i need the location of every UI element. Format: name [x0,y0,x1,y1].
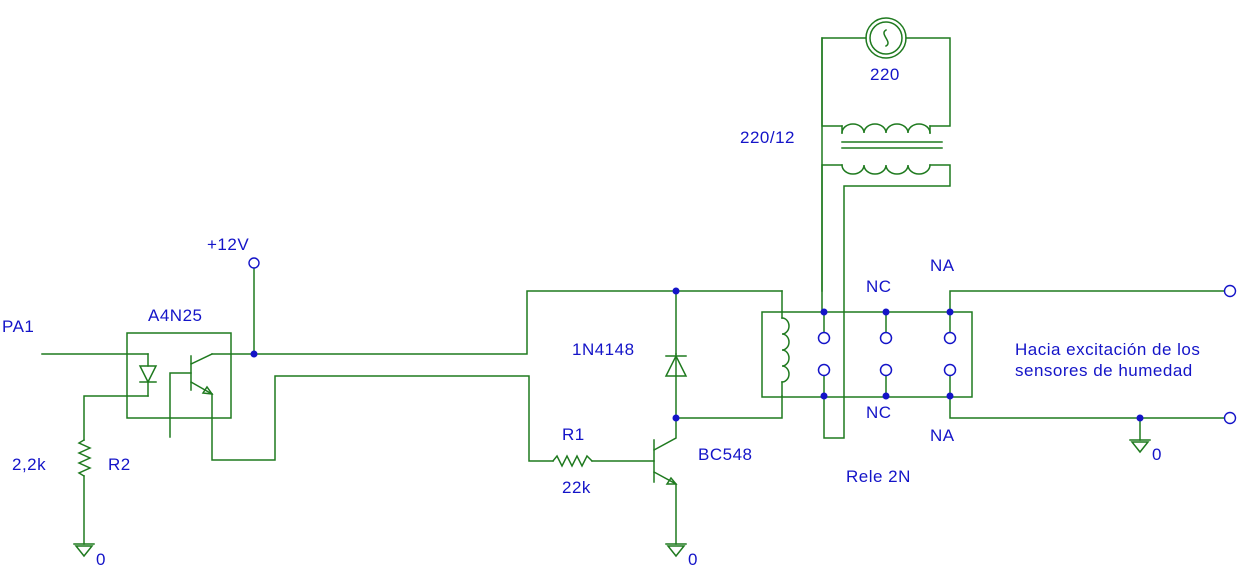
label-ground-output: 0 [1152,445,1162,464]
label-r1-value: 22k [562,478,591,497]
ground-symbol-transistor [665,543,687,558]
label-output-line1: Hacia excitación de los [1015,340,1200,359]
transformer-220-12 [821,123,951,439]
label-nc-top: NC [866,277,892,296]
relay-rele-2n [761,311,973,398]
ground-symbol-r2 [73,543,95,558]
label-transformer: 220/12 [740,128,795,147]
label-relay: Rele 2N [846,467,911,486]
resistor-r1 [551,454,655,468]
label-supply: +12V [207,235,249,254]
coil-return-wire [675,395,783,419]
label-optocoupler: A4N25 [148,306,202,325]
label-pa1: PA1 [2,317,34,336]
output-wire-na-top [949,290,1225,313]
label-diode: 1N4148 [572,340,635,359]
opto-emitter-wire [211,375,554,462]
label-na-top: NA [930,256,955,275]
label-r2-value: 2,2k [12,455,46,474]
resistor-r2 [77,438,92,545]
terminal-12v [248,257,260,269]
sine-wave-icon [883,28,889,48]
led-icon [138,365,158,397]
supply-wire [211,267,783,355]
diode-1n4148 [664,353,688,419]
terminal-output-bottom [1223,411,1237,425]
phototransistor-icon [169,353,214,438]
terminal-output-top [1223,284,1237,298]
label-r1-name: R1 [562,425,585,444]
optocoupler-a4n25 [126,332,232,438]
label-r2-name: R2 [108,455,131,474]
transistor-bc548 [652,417,678,545]
junction-dots [250,287,1144,422]
label-ac-source: 220 [870,65,900,84]
input-wire-pa1 [41,353,149,367]
label-nc-bottom: NC [866,403,892,422]
output-wire-na-bottom [949,395,1225,441]
ground-symbol-output [1129,439,1151,454]
ac-source [821,17,951,292]
label-transistor: BC548 [698,445,752,464]
r2-ground-wire [83,395,149,441]
label-ground-r2: 0 [96,550,106,569]
label-output-line2: sensores de humedad [1015,361,1193,380]
label-ground-transistor: 0 [688,550,698,569]
label-na-bottom: NA [930,426,955,445]
